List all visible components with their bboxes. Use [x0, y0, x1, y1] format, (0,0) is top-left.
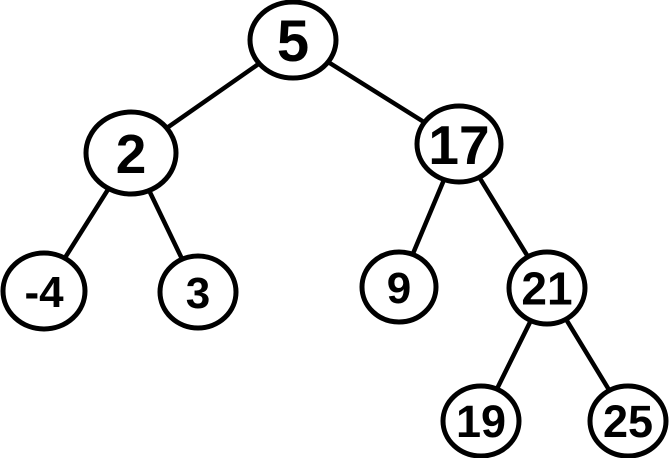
tree-node-label--4: -4	[24, 268, 64, 317]
tree-node-circle-9	[359, 249, 439, 325]
tree-node-3: 3	[157, 253, 239, 331]
tree-node-circle-17	[414, 103, 504, 185]
tree-node-circle--4	[0, 250, 88, 332]
tree-edge-17-to-9	[410, 177, 447, 257]
tree-edge-21-to-19	[494, 318, 534, 392]
tree-node-label-19: 19	[456, 396, 506, 447]
tree-node-circle-21	[506, 249, 588, 327]
tree-node-label-3: 3	[186, 269, 210, 318]
tree-node-5: 5	[247, 0, 339, 81]
tree-node-circle-3	[157, 253, 239, 331]
tree-edge-2-to-3	[146, 188, 185, 262]
tree-node-19: 19	[440, 383, 522, 458]
tree-edge-21-to-25	[563, 316, 612, 393]
tree-node-circle-19	[440, 383, 522, 458]
tree-edge-2-to--4	[62, 186, 111, 261]
tree-node-21: 21	[506, 249, 588, 327]
tree-node-label-17: 17	[428, 114, 489, 176]
tree-node-9: 9	[359, 249, 439, 325]
tree-edge-5-to-2	[164, 61, 262, 131]
tree-node-label-25: 25	[603, 396, 653, 447]
tree-node-label-2: 2	[116, 123, 147, 185]
tree-node-circle-2	[83, 109, 179, 197]
tree-node-25: 25	[587, 383, 669, 458]
tree-node-label-5: 5	[277, 9, 309, 74]
tree-edge-17-to-21	[477, 175, 531, 260]
tree-node-label-9: 9	[387, 264, 411, 313]
tree-node-label-21: 21	[521, 263, 572, 315]
tree-node--4: -4	[0, 250, 88, 332]
tree-node-2: 2	[83, 109, 179, 197]
tree-node-circle-25	[587, 383, 669, 458]
tree-edge-5-to-17	[325, 59, 427, 125]
tree-node-circle-5	[247, 0, 339, 81]
tree-node-17: 17	[414, 103, 504, 185]
